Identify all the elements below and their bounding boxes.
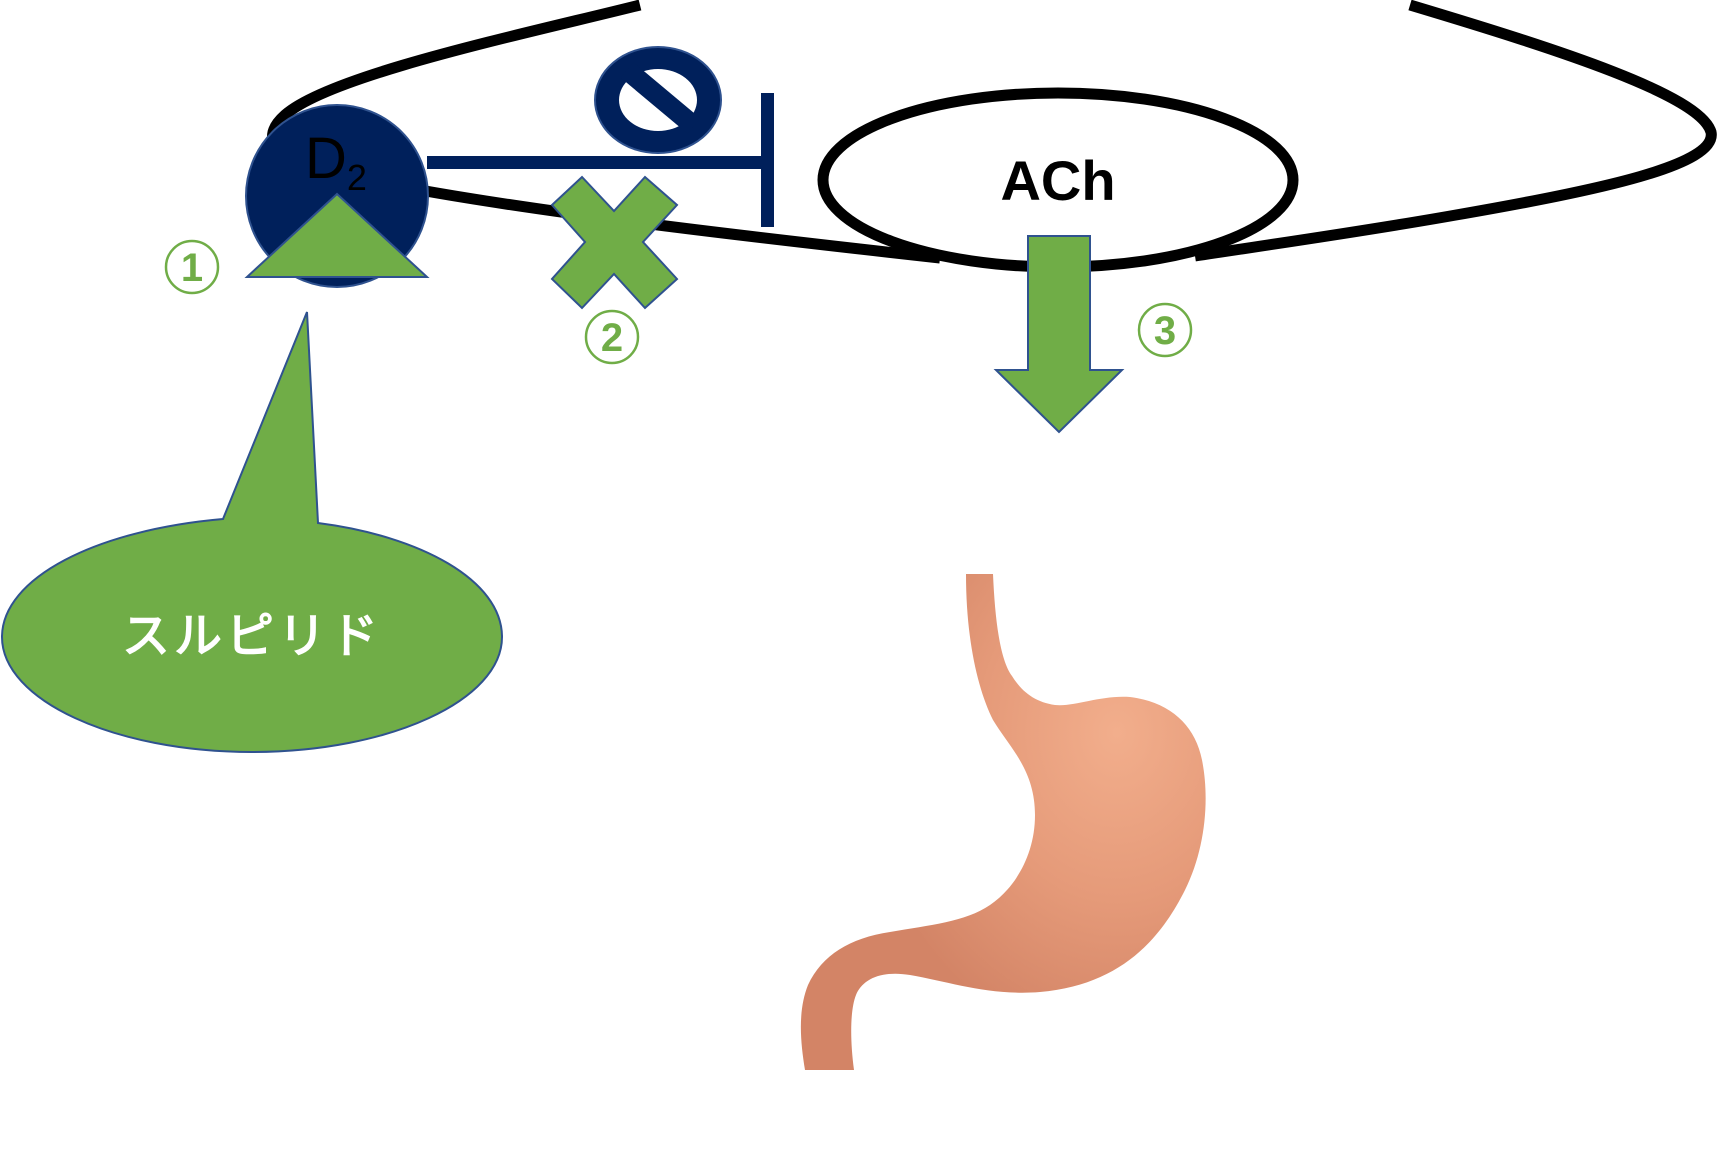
stomach-icon: [800, 574, 1206, 1070]
inhibition-bar: [761, 93, 774, 227]
step-3-badge: 3: [1137, 302, 1193, 358]
step-2-number: 2: [601, 316, 623, 360]
nerve-fiber-lower: [419, 184, 941, 264]
drug-callout: スルピリド: [0, 311, 504, 754]
drug-binding-triangle: [244, 192, 430, 278]
down-arrow-icon: [993, 235, 1125, 434]
d2-label-main: D: [305, 126, 347, 191]
inhibition-line: [427, 156, 767, 169]
step-1-number: 1: [181, 246, 203, 290]
d2-label-subscript: 2: [347, 157, 367, 198]
step-1-badge: 1: [164, 239, 220, 295]
step-3-number: 3: [1154, 309, 1176, 353]
drug-name: スルピリド: [122, 608, 382, 664]
step-2-badge: 2: [584, 309, 640, 365]
d2-label: D2: [305, 126, 367, 198]
x-mark-icon: [550, 175, 679, 310]
prohibition-icon: [594, 46, 722, 154]
drug-callout-shape: [0, 311, 504, 754]
nerve-fiber-right: [1194, 0, 1717, 262]
ach-label: ACh: [1000, 149, 1115, 212]
